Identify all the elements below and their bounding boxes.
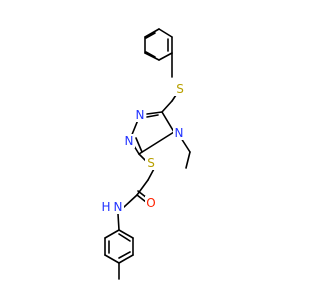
bond-31 [118,254,134,264]
bond-17 [146,114,159,118]
atom-o-carbonyl-label: O [146,196,155,210]
bond-19 [180,137,191,153]
bond-28 [104,229,120,239]
atom-n-ring-1: N [134,108,146,122]
bond-20 [185,151,191,169]
bond-35 [118,251,131,259]
atom-n-amide: N [112,200,124,214]
bond-5 [144,28,160,38]
bond-8 [145,32,156,39]
bond-0 [158,28,173,38]
atom-o-carbonyl: O [145,196,157,210]
atom-n-ring-2-label: N [125,134,134,148]
bond-layer [104,28,191,280]
atom-h-amide-label: H [101,200,110,214]
atom-n-ring-2: N [123,134,135,148]
atom-s-top: S [174,82,186,96]
bond-11 [161,100,173,113]
bond-36 [118,233,131,242]
bond-24 [136,194,147,203]
bond-33 [118,229,134,239]
atom-s-mid-label: S [147,156,155,170]
atom-n-ring-4: N [173,126,185,140]
bond-23 [136,179,149,196]
bond-30 [104,254,120,264]
atom-n-ring-4-label: N [175,126,184,140]
bond-18 [135,137,143,153]
atom-s-mid: S [145,156,157,170]
bond-7 [145,51,156,58]
bond-16 [161,111,175,133]
atom-n-ring-1-label: N [136,108,145,122]
structure-diagram: S N N N S O N H [101,28,191,280]
bond-15 [138,131,175,155]
bond-26 [123,194,138,208]
bond-27 [117,213,120,231]
atom-h-amide: H [101,200,112,214]
bond-2 [158,52,173,61]
atom-label-layer: S N N N S O N H [101,82,186,214]
atom-s-top-label: S [176,82,184,96]
bond-12 [146,111,163,115]
bond-3 [144,52,160,61]
atom-n-amide-label: N [114,200,123,214]
